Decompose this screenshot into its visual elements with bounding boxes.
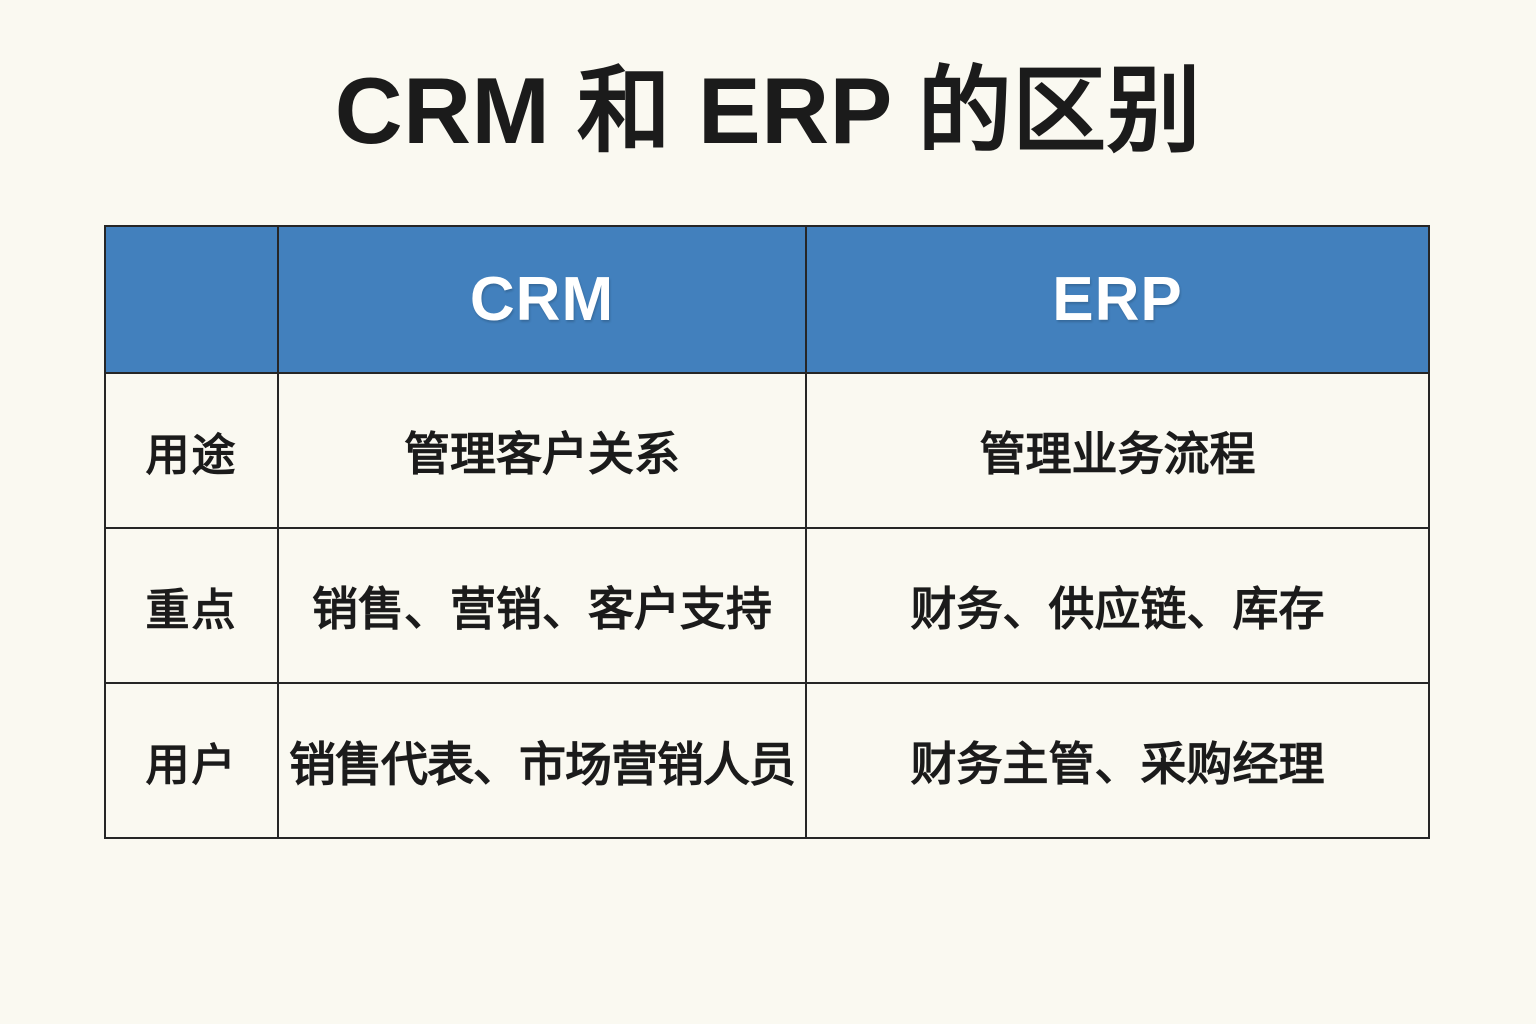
- crm-erp-comparison-table: CRM ERP 用途 管理客户关系 管理业务流程 重点 销售、营销、客户支持 财…: [104, 225, 1430, 839]
- row-label-users: 用户: [104, 682, 279, 839]
- cell-erp-focus: 财务、供应链、库存: [805, 527, 1430, 684]
- row-label-focus: 重点: [104, 527, 279, 684]
- table-header-row: CRM ERP: [104, 225, 1430, 374]
- cell-erp-purpose: 管理业务流程: [805, 372, 1430, 529]
- comparison-table-container: CRM ERP 用途 管理客户关系 管理业务流程 重点 销售、营销、客户支持 财…: [104, 225, 1430, 839]
- table-header: CRM ERP: [104, 225, 1430, 374]
- header-cell-crm: CRM: [277, 225, 807, 374]
- table-row: 用户 销售代表、市场营销人员 财务主管、采购经理: [104, 682, 1430, 839]
- header-cell-blank: [104, 225, 279, 374]
- table-body: 用途 管理客户关系 管理业务流程 重点 销售、营销、客户支持 财务、供应链、库存…: [104, 372, 1430, 839]
- page-title: CRM 和 ERP 的区别: [334, 58, 1202, 163]
- cell-crm-purpose: 管理客户关系: [277, 372, 807, 529]
- row-label-purpose: 用途: [104, 372, 279, 529]
- header-cell-erp: ERP: [805, 225, 1430, 374]
- cell-erp-users: 财务主管、采购经理: [805, 682, 1430, 839]
- cell-crm-users: 销售代表、市场营销人员: [277, 682, 807, 839]
- table-row: 重点 销售、营销、客户支持 财务、供应链、库存: [104, 527, 1430, 684]
- table-row: 用途 管理客户关系 管理业务流程: [104, 372, 1430, 529]
- cell-crm-focus: 销售、营销、客户支持: [277, 527, 807, 684]
